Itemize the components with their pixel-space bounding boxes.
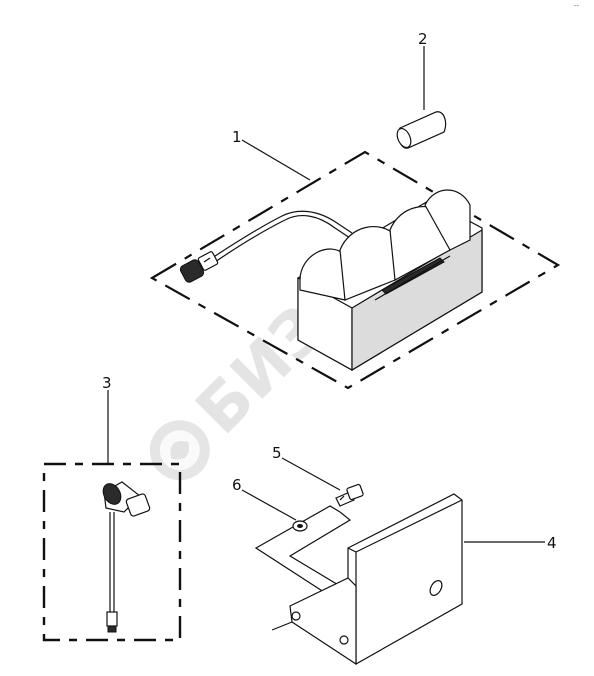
- part-5-group: 5: [272, 444, 364, 507]
- bizon-logo-icon: [149, 420, 210, 481]
- cylinder-icon: [396, 111, 447, 149]
- washer-icon: [292, 520, 308, 532]
- bracket-plate: [347, 493, 463, 665]
- callout-5: 5: [272, 444, 282, 462]
- callout-1: 1: [232, 128, 242, 146]
- part-1-frame: [149, 150, 561, 390]
- dock-unit: [297, 189, 483, 372]
- leader-6: [241, 489, 297, 521]
- bracket-outline: [254, 505, 352, 597]
- bracket-hole-left: [291, 611, 301, 621]
- part-2-group: 2: [396, 30, 447, 149]
- corner-mark: --: [574, 2, 580, 10]
- leader-5: [281, 457, 341, 491]
- connector-icon: [179, 251, 219, 283]
- bracket-hole-right: [339, 635, 349, 645]
- callout-4: 4: [547, 534, 557, 552]
- callout-6: 6: [232, 476, 242, 494]
- bracket-foot: [289, 577, 357, 666]
- callout-2: 2: [418, 30, 428, 48]
- part-6-group: 6: [232, 476, 308, 532]
- leader-1: [241, 139, 311, 181]
- part-3-group: 3: [42, 374, 182, 642]
- part-4-group: 4: [254, 493, 557, 666]
- part-1-group: 1: [149, 128, 561, 390]
- bracket-hole: [429, 580, 443, 596]
- bolt-icon: [335, 483, 364, 507]
- part-1-cable: [214, 214, 351, 263]
- callout-3: 3: [102, 374, 112, 392]
- sensor-icon: [102, 481, 151, 633]
